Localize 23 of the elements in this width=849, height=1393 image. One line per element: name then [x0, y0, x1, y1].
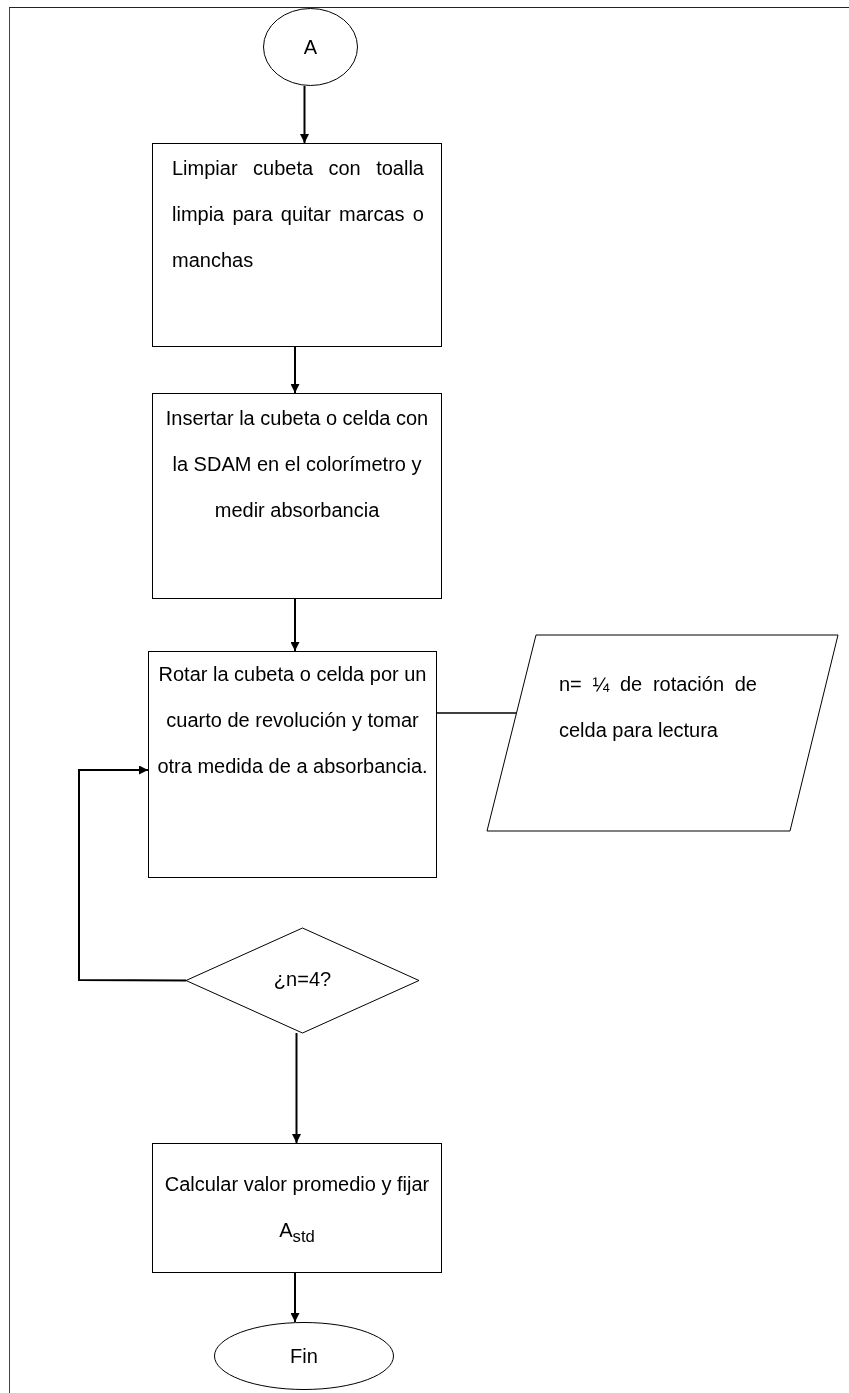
- connector-line: [436, 712, 518, 714]
- data-parallelogram: [487, 635, 838, 831]
- step-text: Insertar la cubeta o celda con la SDAM en el colorímetro y medir absorbancia: [164, 406, 430, 523]
- step-text: Limpiar cubeta con toalla limpia para quitar marcas o manchas: [172, 156, 424, 273]
- process-box: [152, 1143, 442, 1273]
- arrow: [300, 85, 309, 144]
- arrow: [78, 765, 187, 982]
- process-box: [148, 651, 437, 878]
- arrow: [290, 346, 300, 394]
- decision-diamond: [186, 928, 419, 1033]
- terminal-ellipse: [214, 1322, 394, 1390]
- process-box: [152, 393, 442, 599]
- process-box: [152, 143, 442, 347]
- step-text: n= ¼ de rotación de celda para lectura: [559, 672, 757, 743]
- arrow: [290, 1272, 300, 1323]
- step-text: Rotar la cubeta o celda por un cuarto de revolución y tomar otra medida de a absorbancia.: [156, 662, 429, 779]
- step-text: Calcular valor promedio y fijar A$_{std}$: [163, 1172, 431, 1248]
- step-text: ¿n=4?: [272, 967, 333, 992]
- terminal-label: A: [302, 35, 319, 60]
- connector-circle: [263, 8, 358, 86]
- arrow: [292, 1032, 301, 1144]
- arrow: [290, 598, 300, 652]
- terminal-label: Fin: [289, 1344, 319, 1369]
